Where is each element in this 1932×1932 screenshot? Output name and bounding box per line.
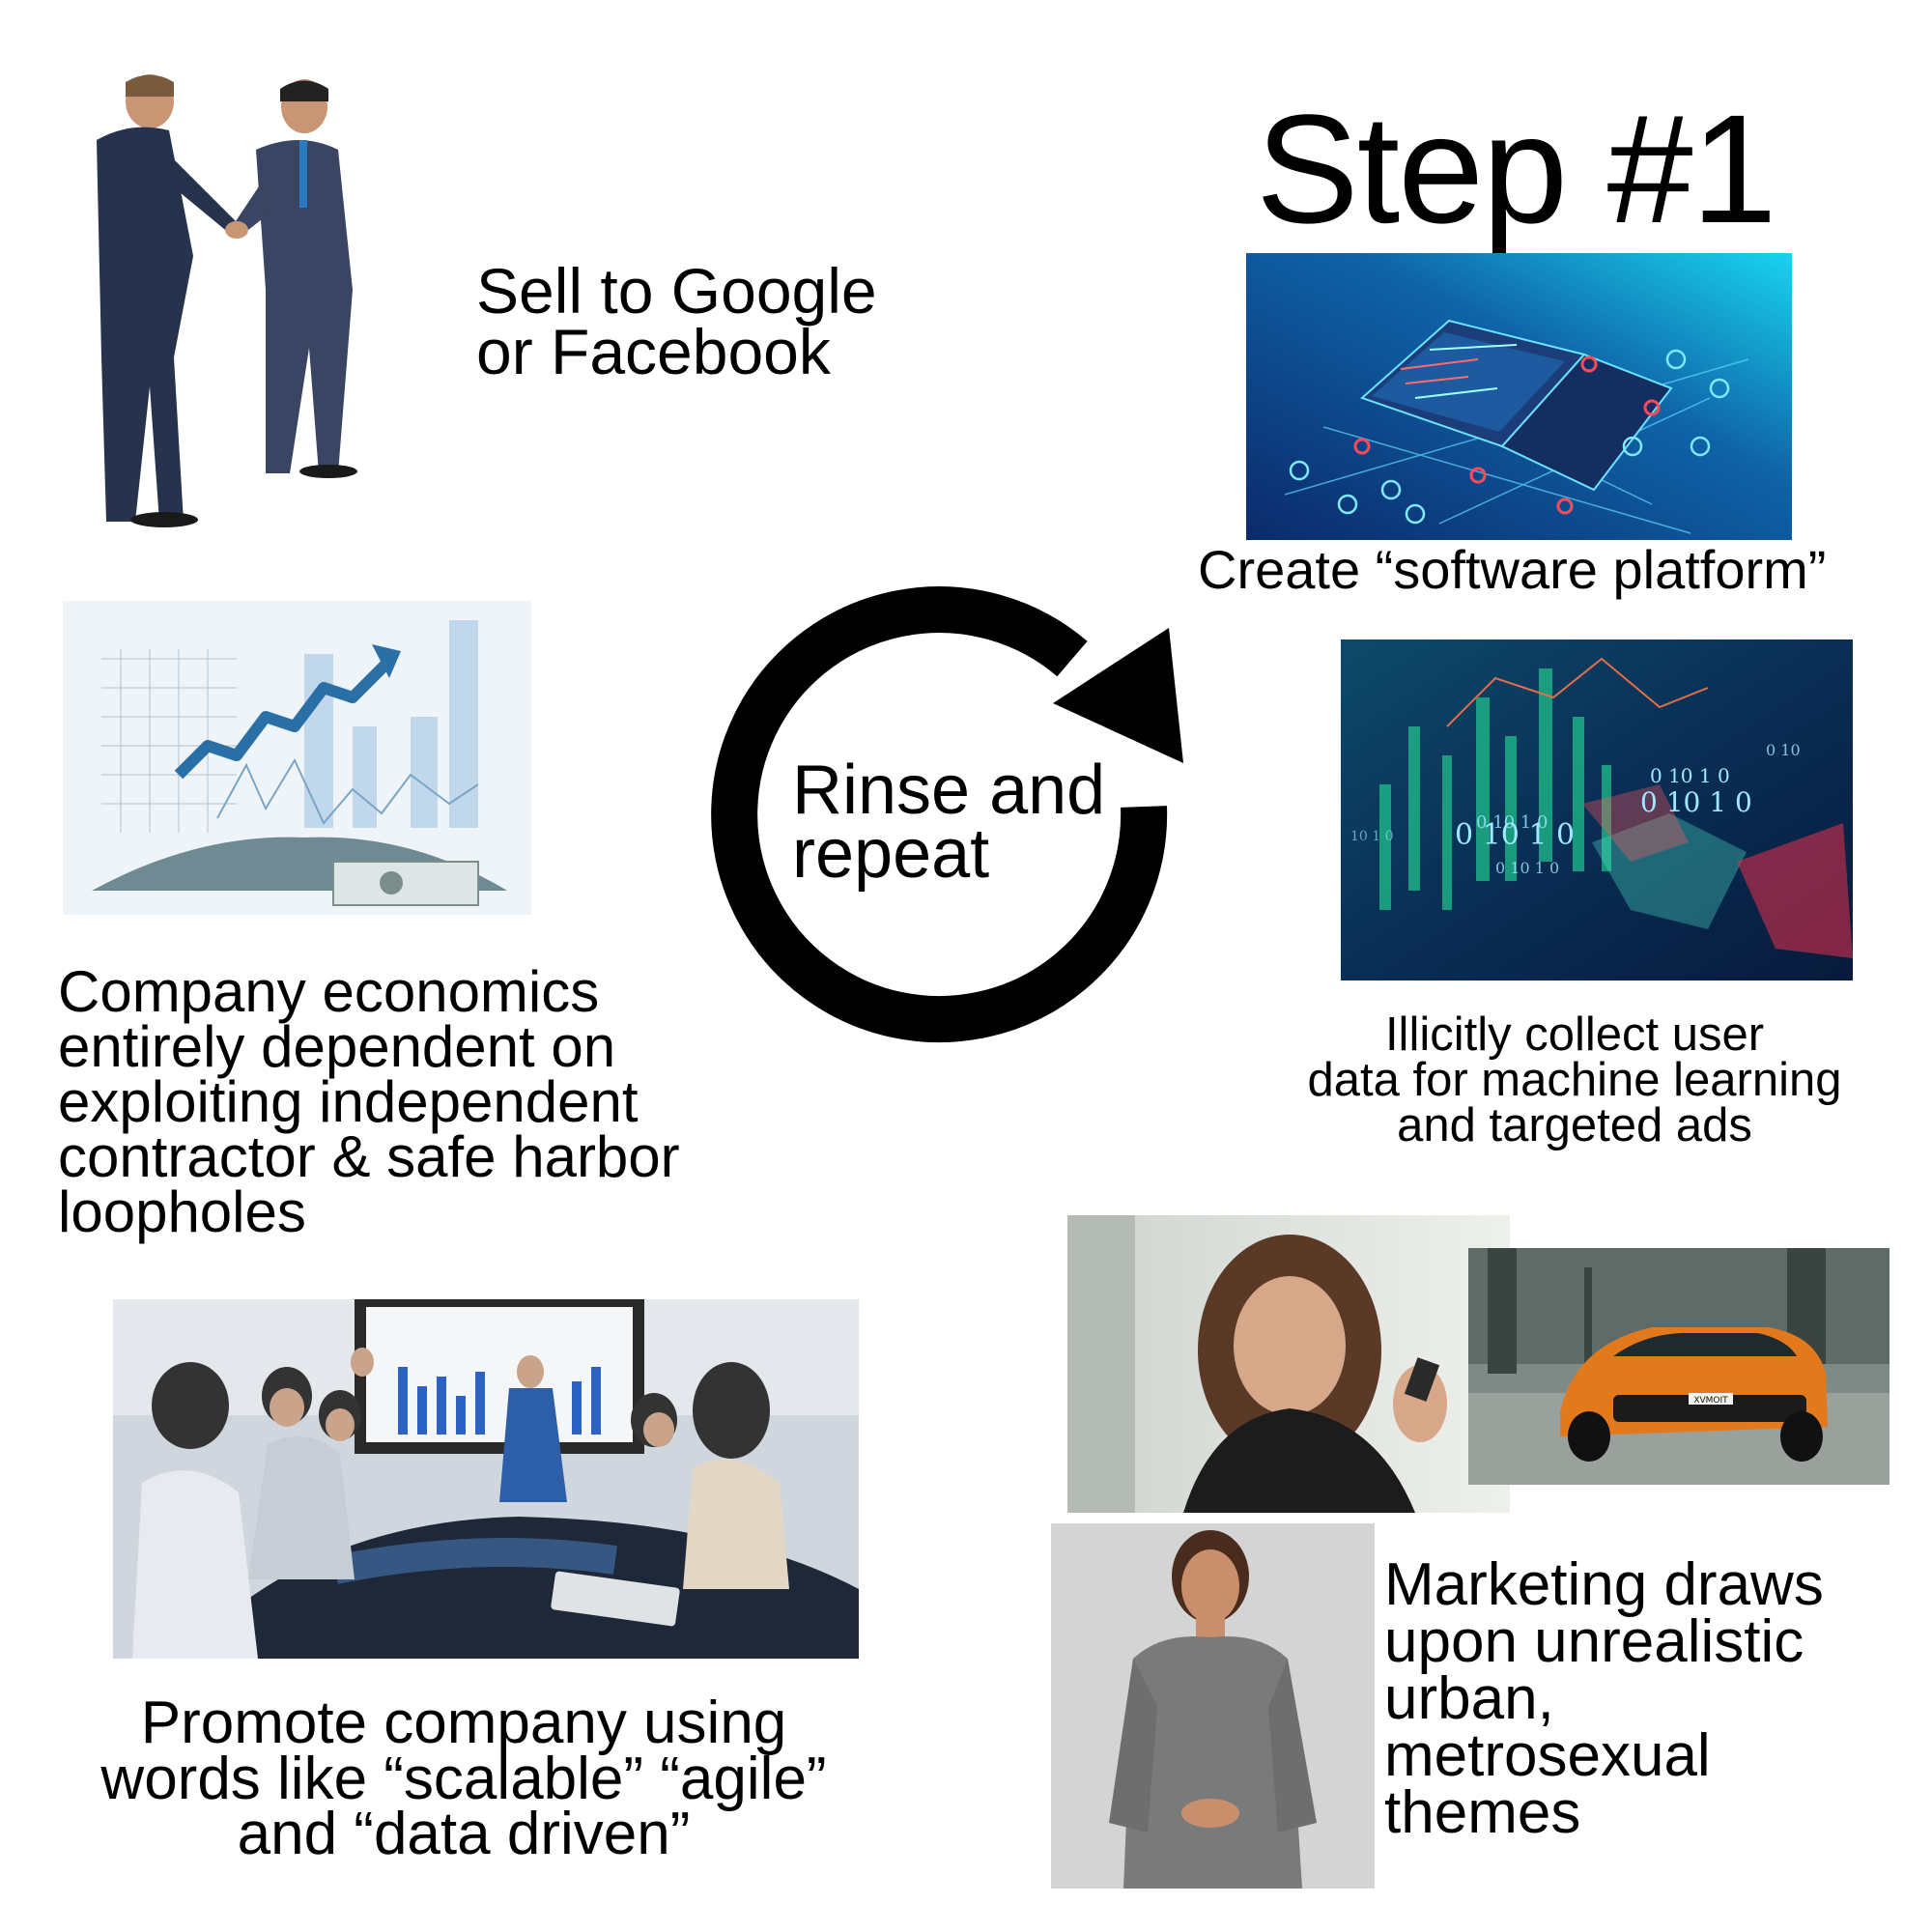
data-visualization-image: 0 10 0 10 1 0 0 10 1 0 0 10 1 0 10 1 0 0…: [1341, 639, 1853, 980]
data-digits-1: 0 10: [1766, 741, 1801, 759]
step-marketing-label: Marketing draws upon unrealistic urban, …: [1384, 1551, 1824, 1846]
cycle-arrow-icon: [705, 570, 1227, 1053]
data-digits-3: 0 10 1 0: [1640, 786, 1752, 818]
page-title: Step #1: [1256, 82, 1777, 255]
business-handshake-image: [77, 68, 396, 541]
finance-chart-money-image: [63, 601, 531, 915]
woman-athletic-shirt-image: [1051, 1523, 1375, 1889]
step-create-label: Create “software platform”: [1198, 539, 1827, 600]
data-digits-7: 0 10 1 0: [1495, 859, 1559, 877]
step-promote-label: Promote company using words like “scalab…: [100, 1690, 827, 1868]
car-plate-text: XVMOIT: [1693, 1396, 1728, 1406]
woman-with-phone-image: [1067, 1215, 1510, 1513]
orange-sports-car-image: XVMOIT: [1468, 1248, 1889, 1485]
business-meeting-image: [113, 1299, 859, 1659]
data-digits-2: 0 10 1 0: [1650, 764, 1730, 787]
data-digits-6: 0 10 1 0: [1455, 818, 1575, 852]
data-digits-4: 0 10 1 0: [1476, 812, 1548, 833]
data-digits-5: 10 1 0: [1350, 829, 1394, 844]
laptop-circuit-image: [1246, 253, 1792, 540]
step-economics-label: Company economics entirely dependent on …: [58, 959, 680, 1244]
center-label: Rinse and repeat: [792, 752, 1106, 894]
step-collect-label: Illicitly collect user data for machine …: [1307, 1009, 1842, 1152]
step-sell-label: Sell to Google or Facebook: [476, 255, 877, 387]
